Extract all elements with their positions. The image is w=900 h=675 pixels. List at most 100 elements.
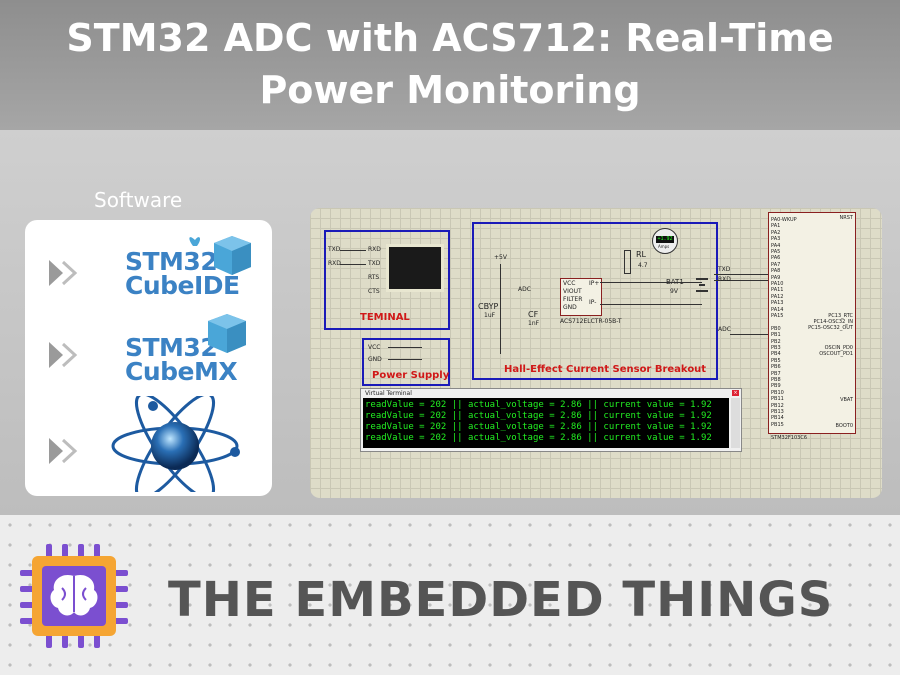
mcu-pin: PA4: [771, 242, 781, 249]
terminal-output-line: readValue = 202 || actual_voltage = 2.86…: [365, 411, 712, 421]
page-title-line-2: Power Monitoring: [259, 68, 641, 112]
mcu-part-label: STM32F103C6: [771, 435, 807, 441]
mcu-pin: PA13: [771, 300, 784, 307]
software-item-cubemx: STM32 CubeMX: [25, 312, 272, 392]
software-card: STM32 CubeIDE STM32 CubeMX: [25, 220, 272, 496]
mcu-pin: VBAT: [840, 397, 853, 403]
mcu-pin: PB11: [771, 396, 784, 403]
acs712-chip: VCC VIOUT FILTER GND IP+ IP-: [560, 278, 602, 316]
brand-name: THE EMBEDDED THINGS: [168, 572, 834, 628]
proteus-atom-icon: [111, 396, 240, 492]
resistor-rl: [624, 250, 631, 274]
mcu-pin: BOOT0: [835, 423, 853, 429]
sensor-block: +5V ADC CBYP 1uF CF 1nF VCC VIOUT FILTER…: [472, 222, 718, 380]
virtual-terminal-title: Virtual Terminal: [365, 390, 412, 397]
adc-net-label: ADC: [518, 286, 531, 293]
terminal-pin-rxd: RXD: [368, 246, 381, 253]
acs-pin-ipminus: IP-: [589, 299, 597, 306]
play-arrow-icon: [49, 342, 78, 368]
brain-chip-icon: [20, 544, 128, 648]
mcu-pin: PB5: [771, 357, 781, 364]
mcu-net-adc: ADC: [718, 326, 731, 333]
cbyp-label: CBYP: [478, 302, 499, 311]
mcu-pin: PC15-OSC32_OUT: [808, 325, 853, 331]
software-label: Software: [94, 188, 183, 212]
mcu-pin: PB2: [771, 338, 781, 345]
mcu-pin: NRST: [839, 215, 853, 221]
terminal-output-line: readValue = 202 || actual_voltage = 2.86…: [365, 400, 712, 410]
power-net-gnd: GND: [368, 356, 382, 363]
mcu-pin: PB8: [771, 377, 781, 383]
mcu-pin: PB14: [771, 415, 784, 422]
close-icon[interactable]: ×: [732, 390, 739, 396]
header-band: [0, 0, 900, 130]
mcu-pin: OSCIN_PD0: [824, 345, 853, 351]
mcu-pin: PB1: [771, 332, 781, 339]
mcu-pin: PA8: [771, 268, 781, 275]
page-title: STM32 ADC with ACS712: Real-Time Power M…: [0, 12, 900, 116]
cf-label: CF: [528, 310, 539, 319]
mcu-pin: PA0-WKUP: [771, 217, 797, 223]
ammeter: +1.92 Amps: [652, 228, 678, 254]
mcu-pin: PB12: [771, 402, 784, 409]
mcu-pin: PA12: [771, 293, 784, 300]
mcu-pin: PB10: [771, 389, 784, 396]
terminal-pin-cts: CTS: [368, 288, 380, 295]
mcu-pin: PC14-OSC32_IN: [813, 319, 854, 325]
mcu-pin: PB7: [771, 370, 781, 377]
cube-butterfly-icon: [189, 236, 251, 275]
acs-pin-viout: VIOUT: [563, 288, 582, 295]
ammeter-unit: Amps: [658, 244, 670, 249]
mcu-pin: PB6: [771, 364, 781, 371]
mcu-pin: PB9: [771, 383, 781, 390]
rl-value: 4.7: [638, 262, 648, 269]
mcu-pin: PA14: [771, 306, 784, 313]
footer-band: [0, 515, 900, 675]
software-item-proteus: [25, 396, 272, 492]
mcu-net-txd: TXD: [718, 266, 731, 273]
bat-value: 9V: [670, 288, 678, 295]
supply-label: +5V: [494, 254, 507, 261]
terminal-pin-rts: RTS: [368, 274, 380, 281]
cubeide-logo-line-1: STM32: [125, 247, 218, 276]
terminal-output-line: readValue = 202 || actual_voltage = 2.86…: [365, 433, 712, 443]
cubemx-logo-line-2: CubeMX: [125, 357, 238, 386]
cubemx-logo: STM32 CubeMX: [125, 333, 238, 386]
sensor-label: Hall-Effect Current Sensor Breakout: [504, 364, 707, 375]
mcu-pin: PA6: [771, 255, 781, 262]
terminal-pin-txd: TXD: [368, 260, 381, 267]
virtual-terminal-screen: readValue = 202 || actual_voltage = 2.86…: [363, 398, 729, 448]
mcu-pin: PB3: [771, 345, 781, 351]
mcu-pin: PA1: [771, 223, 781, 230]
mcu-pin: PB0: [771, 325, 781, 332]
mcu-pin: PA5: [771, 249, 781, 255]
cbyp-value: 1uF: [484, 312, 496, 319]
power-supply-label: Power Supply: [372, 370, 450, 381]
virtual-terminal-scrollbar[interactable]: [731, 398, 740, 448]
cubemx-logo-line-1: STM32: [125, 333, 218, 362]
terminal-screen: [386, 244, 444, 292]
software-item-cubeide: STM32 CubeIDE: [25, 230, 272, 310]
power-net-vcc: VCC: [368, 344, 381, 351]
terminal-net-rxd: RXD: [328, 260, 341, 267]
mcu-net-rxd: RXD: [718, 276, 731, 283]
play-arrow-icon: [49, 260, 78, 286]
mcu-pin: PA9: [771, 274, 781, 281]
mcu-pin: PA2: [771, 229, 781, 236]
acs-pin-ipplus: IP+: [589, 280, 600, 287]
mcu-pin: OSCOUT_PD1: [819, 351, 853, 357]
cube-icon: [208, 314, 246, 353]
terminal-output-line: readValue = 202 || actual_voltage = 2.86…: [365, 422, 712, 432]
mcu-pin: PA11: [771, 287, 784, 294]
rl-label: RL: [636, 250, 647, 259]
play-arrow-icon: [49, 438, 78, 464]
mcu-pin: PB4: [771, 351, 781, 358]
virtual-terminal-window[interactable]: Virtual Terminal × readValue = 202 || ac…: [360, 388, 742, 452]
ammeter-reading: +1.92: [656, 236, 674, 243]
mcu-pin: PB15: [771, 421, 784, 428]
acs-pin-vcc: VCC: [563, 280, 576, 287]
terminal-net-txd: TXD: [328, 246, 341, 253]
mcu-pin: PA10: [771, 281, 784, 287]
mcu-pin: PB13: [771, 409, 784, 415]
